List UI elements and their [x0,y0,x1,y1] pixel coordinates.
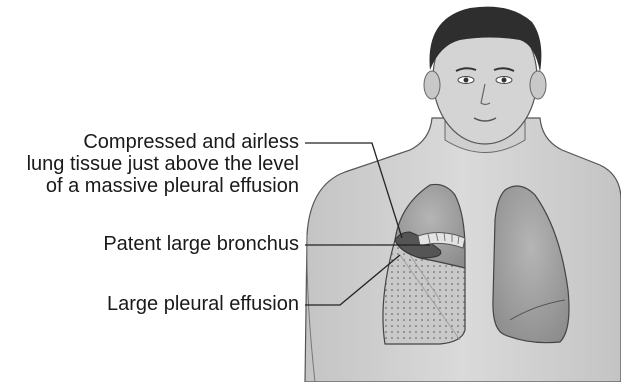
left-pupil [464,78,469,83]
label-compressed-line3: of a massive pleural effusion [27,175,299,197]
label-compressed-lung: Compressed and airless lung tissue just … [27,131,299,197]
label-compressed-line2: lung tissue just above the level [27,153,299,175]
left-ear [424,71,440,99]
label-effusion: Large pleural effusion [107,293,299,315]
right-ear [530,71,546,99]
label-bronchus: Patent large bronchus [103,233,299,255]
right-pupil [502,78,507,83]
label-compressed-line1: Compressed and airless [27,131,299,153]
